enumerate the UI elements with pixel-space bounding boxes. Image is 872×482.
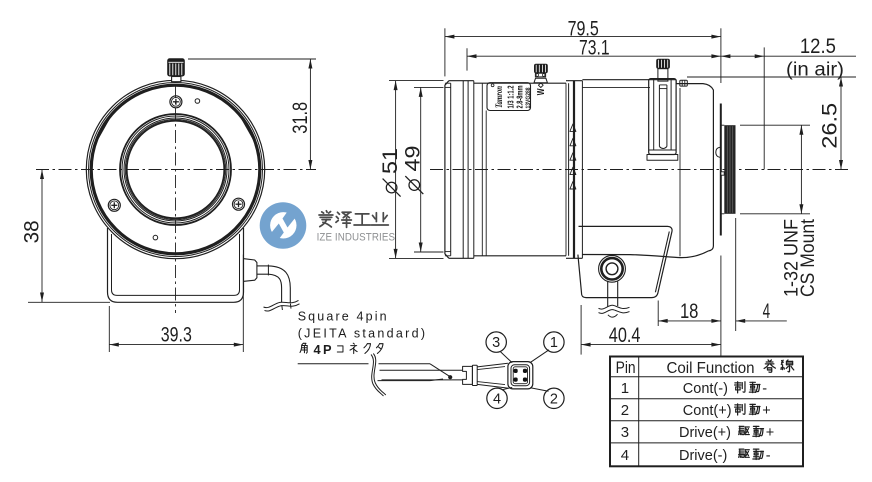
svg-text:1/3 1:1.2: 1/3 1:1.2 — [507, 85, 516, 108]
svg-text:2: 2 — [550, 391, 558, 407]
svg-text:13VG288: 13VG288 — [525, 87, 532, 108]
svg-text:3: 3 — [492, 335, 500, 351]
svg-text:49: 49 — [401, 146, 425, 172]
svg-text:40.4: 40.4 — [609, 323, 641, 347]
svg-text:Square 4pin: Square 4pin — [298, 310, 389, 324]
svg-text:4: 4 — [763, 299, 771, 323]
svg-text:3: 3 — [621, 424, 629, 441]
svg-text:2: 2 — [621, 402, 629, 419]
svg-text:4: 4 — [621, 447, 629, 464]
svg-text:IZE INDUSTRIES: IZE INDUSTRIES — [317, 232, 396, 244]
svg-text:Pin: Pin — [616, 359, 636, 377]
svg-text:2.8-8mm: 2.8-8mm — [516, 86, 525, 109]
svg-text:73.1: 73.1 — [579, 36, 610, 60]
svg-text:1: 1 — [550, 335, 558, 351]
svg-text:1: 1 — [621, 380, 629, 397]
svg-text:Drive(+): Drive(+) — [679, 425, 731, 441]
svg-text:38: 38 — [20, 220, 44, 243]
svg-text:4P: 4P — [314, 342, 334, 357]
svg-text:Cont(-): Cont(-) — [683, 381, 728, 397]
svg-text:51: 51 — [378, 148, 402, 174]
svg-text:Tamron: Tamron — [495, 86, 505, 108]
svg-text:+: + — [766, 425, 774, 441]
svg-text:(JEITA standard): (JEITA standard) — [298, 326, 428, 340]
svg-text:-: - — [766, 448, 771, 464]
svg-text:79.5: 79.5 — [568, 16, 599, 40]
svg-text:4: 4 — [493, 391, 501, 407]
svg-text:+: + — [762, 403, 770, 419]
svg-text:Drive(-): Drive(-) — [679, 448, 727, 464]
svg-text:18: 18 — [680, 299, 699, 323]
svg-text:1-32 UNF: 1-32 UNF — [782, 219, 803, 297]
svg-text:31.8: 31.8 — [288, 102, 312, 134]
svg-text:W: W — [536, 88, 547, 95]
svg-text:CS Mount: CS Mount — [798, 218, 819, 297]
svg-text:12.5: 12.5 — [800, 34, 836, 58]
svg-text:(in air): (in air) — [786, 60, 844, 81]
svg-text:Coil Function: Coil Function — [667, 360, 755, 377]
svg-text:Cont(+): Cont(+) — [683, 403, 732, 419]
svg-text:26.5: 26.5 — [818, 103, 842, 149]
svg-text:-: - — [762, 381, 767, 397]
svg-text:39.3: 39.3 — [161, 323, 192, 347]
